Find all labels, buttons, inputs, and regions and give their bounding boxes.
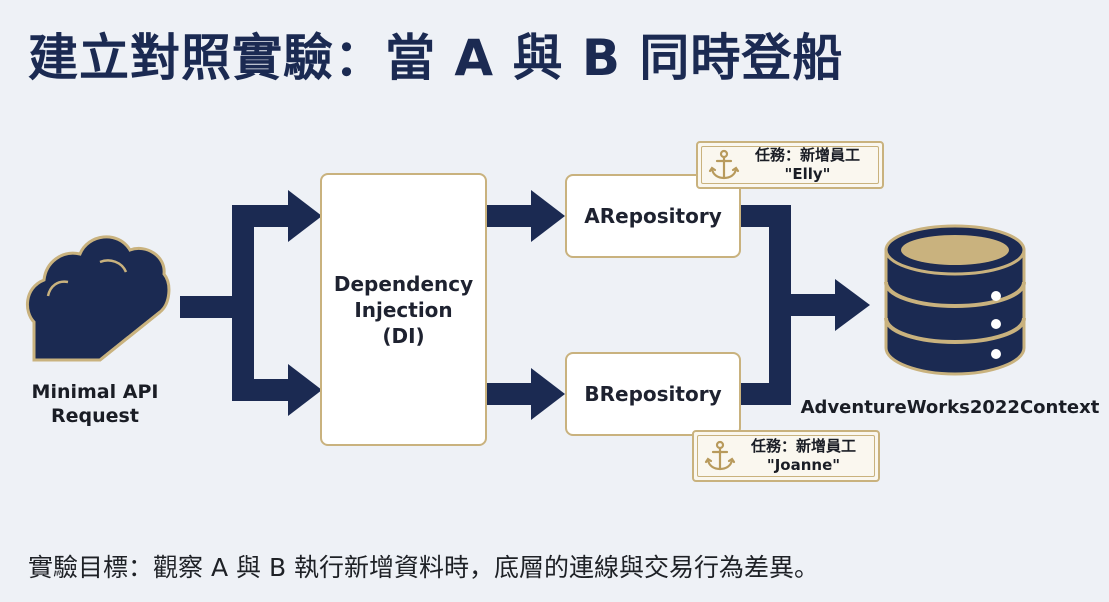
database-label: AdventureWorks2022Context bbox=[800, 397, 1100, 418]
task-b-title: 任務：新增員工 bbox=[750, 437, 856, 455]
task-b-name: "Joanne" bbox=[766, 456, 841, 474]
task-a-tag: 任務：新增員工 "Elly" bbox=[696, 141, 884, 189]
di-box: Dependency Injection (DI) bbox=[320, 173, 487, 446]
arepository-label: ARepository bbox=[584, 204, 722, 228]
request-label-line2: Request bbox=[51, 405, 139, 427]
brepository-label: BRepository bbox=[584, 382, 722, 406]
brepository-box: BRepository bbox=[565, 352, 741, 436]
di-line3: (DI) bbox=[382, 323, 425, 348]
task-a-title: 任務：新增員工 bbox=[754, 146, 860, 164]
di-line2: Injection bbox=[354, 297, 453, 322]
request-label: Minimal API Request bbox=[22, 380, 168, 428]
request-label-line1: Minimal API bbox=[31, 381, 159, 403]
di-line1: Dependency bbox=[333, 271, 474, 296]
fork-arrow bbox=[180, 190, 322, 416]
anchor-icon bbox=[708, 149, 740, 180]
cloud-icon bbox=[25, 235, 171, 362]
merge-arrow bbox=[741, 205, 870, 405]
anchor-icon bbox=[704, 440, 736, 471]
experiment-goal: 實驗目標：觀察 A 與 B 執行新增資料時，底層的連線與交易行為差異。 bbox=[28, 553, 820, 582]
task-b-tag: 任務：新增員工 "Joanne" bbox=[692, 430, 880, 482]
page-title: 建立對照實驗：當 A 與 B 同時登船 bbox=[28, 29, 844, 87]
database-icon bbox=[884, 224, 1026, 376]
di-to-repo-arrows bbox=[487, 190, 565, 420]
task-a-name: "Elly" bbox=[784, 165, 831, 183]
